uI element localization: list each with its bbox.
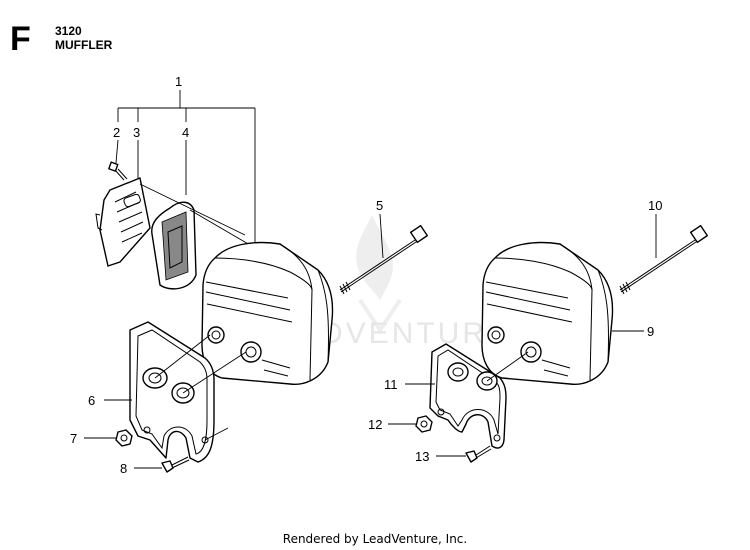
callout-2: 2 xyxy=(113,125,120,140)
alignment-line-1 xyxy=(139,183,246,236)
nut-part-12 xyxy=(415,415,433,433)
callout-6: 6 xyxy=(88,393,95,408)
bolt-part-10 xyxy=(619,224,709,295)
callout-3: 3 xyxy=(133,125,140,140)
gasket-part-11 xyxy=(429,343,507,449)
watermark: ADVENTURE xyxy=(298,215,510,350)
callout-5: 5 xyxy=(376,198,383,213)
callout-11: 11 xyxy=(384,377,398,392)
alignment-line-6 xyxy=(486,351,529,382)
muffler-body-left xyxy=(201,241,334,385)
screw-part-2 xyxy=(108,161,128,181)
nut-part-7 xyxy=(115,429,133,447)
screen-part-4 xyxy=(151,201,197,290)
callout-9: 9 xyxy=(647,324,654,339)
alignment-line-2 xyxy=(189,209,251,246)
callout-4: 4 xyxy=(182,125,189,140)
leader-2 xyxy=(115,139,119,164)
alignment-line-5 xyxy=(204,427,229,441)
callout-1: 1 xyxy=(175,74,182,89)
callout-7: 7 xyxy=(70,431,77,446)
footer-credit: Rendered by LeadVenture, Inc. xyxy=(282,532,468,546)
alignment-line-3 xyxy=(182,351,247,394)
section-letter: F xyxy=(10,20,31,58)
gasket-part-6 xyxy=(129,321,215,463)
section-code: 3120 xyxy=(55,24,82,38)
callout-8: 8 xyxy=(120,461,127,476)
leader-5 xyxy=(379,213,384,259)
section-name: MUFFLER xyxy=(55,38,113,52)
callout-13: 13 xyxy=(415,449,429,464)
spark-arrestor-cover-part-3 xyxy=(95,177,151,267)
screw-part-8 xyxy=(161,456,190,473)
muffler-body-right xyxy=(481,241,614,385)
callout-12: 12 xyxy=(368,417,382,432)
alignment-line-4 xyxy=(154,334,211,379)
callout-1-bracket xyxy=(117,90,256,245)
watermark-text: ADVENTURE xyxy=(298,317,510,350)
bolt-part-5 xyxy=(339,224,429,295)
callout-10: 10 xyxy=(648,198,662,213)
screw-part-13 xyxy=(465,445,492,463)
